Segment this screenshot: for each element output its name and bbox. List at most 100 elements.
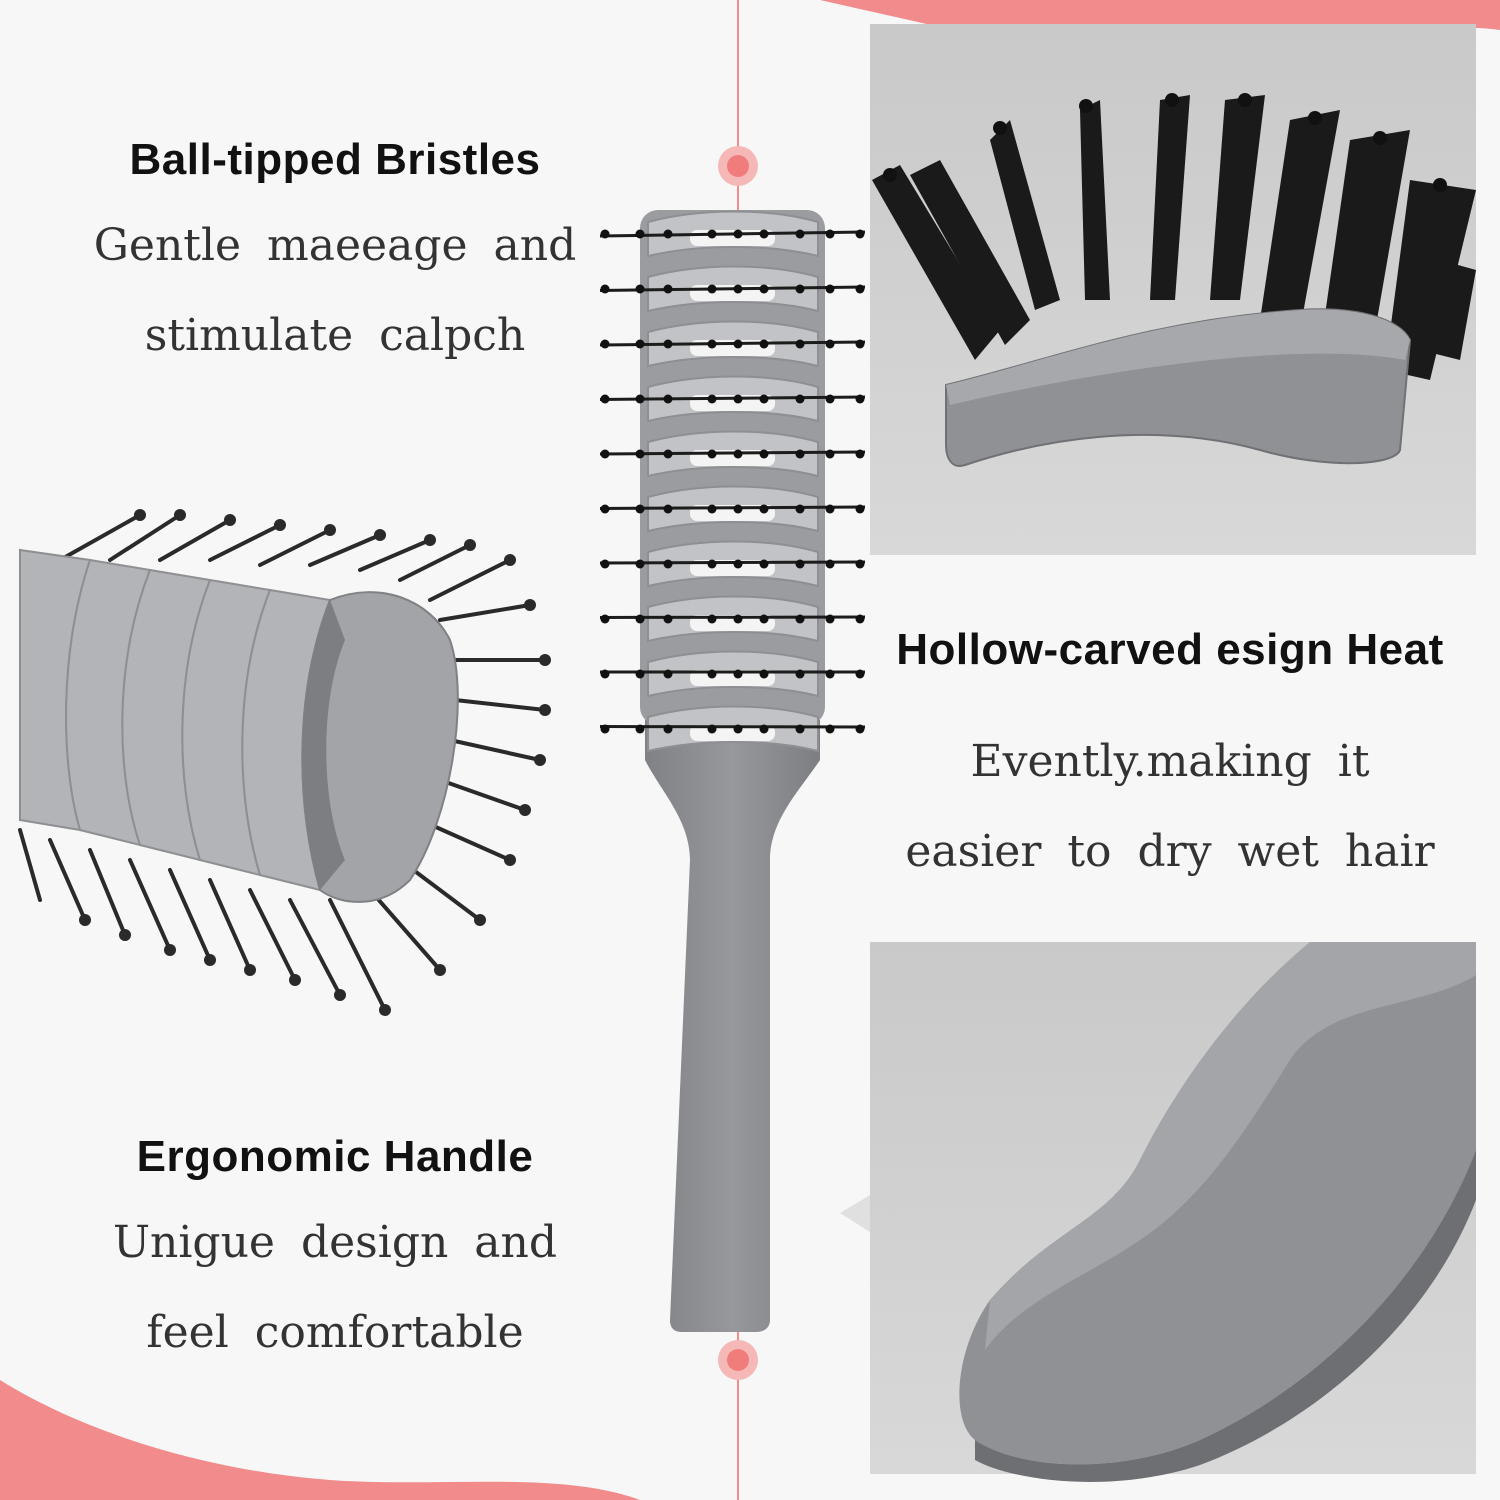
bristle-tip [825,614,835,624]
bristle-tip [855,229,865,239]
bristle-tip [795,284,805,294]
bristle-tip [733,284,743,294]
bristle-tip [855,504,865,514]
bristle-tip [855,449,865,459]
bristle-tip [733,229,743,239]
bristle-tip [733,394,743,404]
bristle-tip [795,614,805,624]
feature-hollow-line2: easier to dry wet hair [905,826,1435,877]
bristle-tip [663,504,673,514]
bristle-tip [600,504,610,514]
pink-swoosh-bottom-left [0,1380,640,1500]
vent-brush-product [599,210,866,1332]
feature-hollow-description: Evently.making it easier to dry wet hair [855,717,1485,897]
bristle-tip [825,559,835,569]
bristle-tip [600,724,610,734]
bristle-tip [855,614,865,624]
bristle-tip [635,559,645,569]
bristle-tip [600,284,610,294]
bristle-tip [759,559,769,569]
bristle-tip [635,339,645,349]
bristle-tip [663,724,673,734]
feature-hollow-title: Hollow-carved esign Heat [896,625,1444,674]
bristle-tip [795,229,805,239]
bristle-tip [635,284,645,294]
bristle-tip [707,339,717,349]
bristle-tip [663,394,673,404]
bristle-tip [759,504,769,514]
bristle-tip [759,724,769,734]
bristle-tip [663,229,673,239]
bristle-tip [733,339,743,349]
bristle-tip [795,559,805,569]
feature-handle-title: Ergonomic Handle [136,1132,534,1181]
bristle-tip [759,284,769,294]
bristle-tip [635,614,645,624]
bristle-tip [825,229,835,239]
bristle-tip [600,394,610,404]
bristle-tip [635,394,645,404]
feature-handle-line2: feel comfortable [146,1307,524,1358]
bristle-tip [759,339,769,349]
bristle-tip [825,284,835,294]
bristle-tip [795,339,805,349]
bristle-tip [759,449,769,459]
bristle-tip [600,559,610,569]
bristle-tip [855,394,865,404]
feature-bristles-line1: Gentle maeeage and [93,220,577,271]
bristle-tip [733,724,743,734]
bristle-tip [707,559,717,569]
bristle-tip [795,504,805,514]
bristle-closeup-photo [870,24,1476,555]
bristle-tip [855,724,865,734]
feature-hollow-line1: Evently.making it [970,736,1370,787]
bristle-tip [855,559,865,569]
bristle-tip [825,724,835,734]
vented-barrel-photo [18,509,551,1016]
bristle-tip [663,449,673,459]
bristle-tip [825,394,835,404]
bristle-tip [825,504,835,514]
bristle-tip [733,559,743,569]
bristle-tip [795,449,805,459]
bristle-tip [635,669,645,679]
feature-bristles-title: Ball-tipped Bristles [129,135,541,184]
bristle-tip [759,614,769,624]
feature-bristles: Ball-tipped Bristles Gentle maeeage and … [60,135,610,381]
bristle-tip [707,504,717,514]
bristle-tip [600,449,610,459]
bristle-tip [707,229,717,239]
feature-bristles-description: Gentle maeeage and stimulate calpch [60,201,610,381]
bristle-tip [825,669,835,679]
bristle-tip [635,449,645,459]
feature-handle-description: Unigue design and feel comfortable [60,1198,610,1378]
bristle-tip [825,339,835,349]
bristle-tip [707,614,717,624]
bristle-tip [600,339,610,349]
bristle-tip [707,284,717,294]
bristle-tip [795,394,805,404]
bristle-tip [759,229,769,239]
bristle-tip [663,614,673,624]
feature-handle: Ergonomic Handle Unigue design and feel … [60,1132,610,1378]
bristle-tip [707,669,717,679]
bristle-tip [707,724,717,734]
bristle-tip [635,724,645,734]
bristle-tip [855,339,865,349]
bristle-tip [795,669,805,679]
bristle-tip [635,229,645,239]
bristle-tip [855,669,865,679]
handle-closeup-photo [840,942,1476,1482]
bristle-tip [663,669,673,679]
feature-handle-line1: Unigue design and [112,1217,558,1268]
bristle-tip [825,449,835,459]
bristle-tip [663,559,673,569]
bristle-tip [733,449,743,459]
bristle-tip [707,394,717,404]
bristle-tip [733,614,743,624]
bristle-tip [759,394,769,404]
bristle-tip [600,614,610,624]
bristle-tip [663,284,673,294]
bristle-tip [600,669,610,679]
